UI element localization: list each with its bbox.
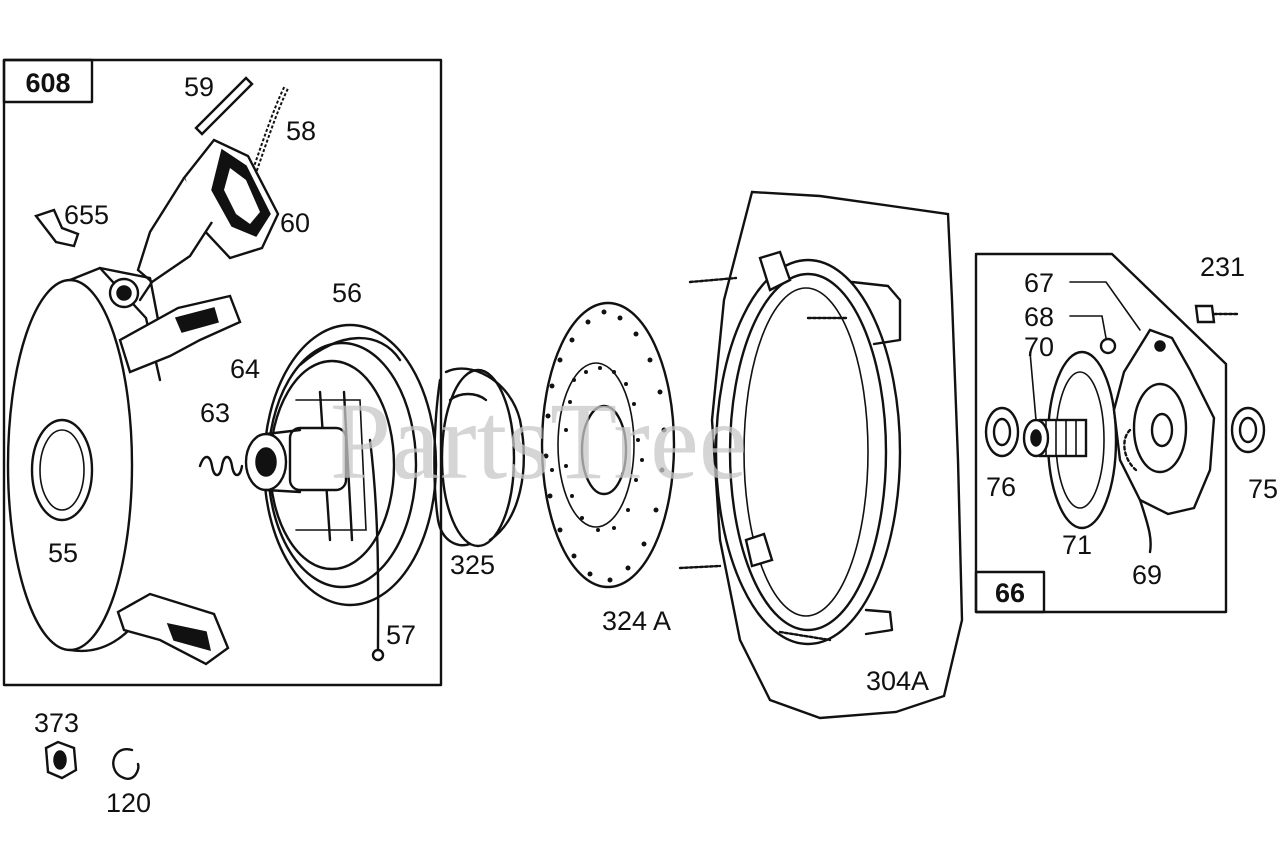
callout-56: 56 — [332, 278, 362, 308]
callout-71: 71 — [1062, 530, 1092, 560]
part-324a-screen — [540, 301, 676, 589]
callout-68: 68 — [1024, 302, 1054, 332]
callouts: 59 58 655 60 56 64 63 55 57 325 324 A 30… — [34, 72, 1278, 818]
part-76-washer — [984, 406, 1020, 458]
part-231-screw — [1194, 304, 1240, 324]
part-55-housing — [6, 266, 242, 666]
callout-120: 120 — [106, 788, 151, 818]
part-63-spring — [198, 455, 244, 477]
callout-324a: 324 A — [602, 606, 671, 636]
callout-70: 70 — [1024, 332, 1054, 362]
part-60-handle — [136, 138, 280, 302]
callout-58: 58 — [286, 116, 316, 146]
callout-325: 325 — [450, 550, 495, 580]
part-68-ball — [1099, 337, 1117, 355]
part-325-retainer — [433, 367, 525, 548]
callout-67: 67 — [1024, 268, 1054, 298]
callout-55: 55 — [48, 538, 78, 568]
part-70-clutch-hub — [1022, 418, 1088, 458]
callout-59: 59 — [184, 72, 214, 102]
part-69-clutch-housing — [1112, 328, 1216, 554]
watermark: PartsTree — [330, 380, 748, 502]
part-57-rope-end — [368, 438, 385, 662]
kit-608-label: 608 — [25, 68, 70, 98]
callout-304a: 304A — [866, 666, 929, 696]
leader-lines — [1029, 281, 1141, 421]
callout-231: 231 — [1200, 252, 1245, 282]
callout-63: 63 — [200, 398, 230, 428]
callout-373: 373 — [34, 708, 79, 738]
kit-66-box: 66 — [974, 252, 1228, 614]
callout-655: 655 — [64, 200, 109, 230]
part-304a-blower-housing — [678, 190, 964, 720]
part-655-clip — [34, 208, 80, 248]
callout-75: 75 — [1248, 474, 1278, 504]
part-75-washer — [1230, 406, 1266, 454]
callout-69: 69 — [1132, 560, 1162, 590]
kit-608-box: 608 — [2, 58, 443, 687]
part-120-clip — [112, 747, 140, 780]
part-64-hub — [244, 426, 348, 494]
part-373-nut — [44, 740, 78, 780]
screen-perforations — [543, 309, 667, 583]
callout-76: 76 — [986, 472, 1016, 502]
callout-57: 57 — [386, 620, 416, 650]
part-59-pin — [194, 76, 254, 136]
kit-66-label: 66 — [995, 578, 1025, 608]
callout-64: 64 — [230, 354, 260, 384]
callout-60: 60 — [280, 208, 310, 238]
